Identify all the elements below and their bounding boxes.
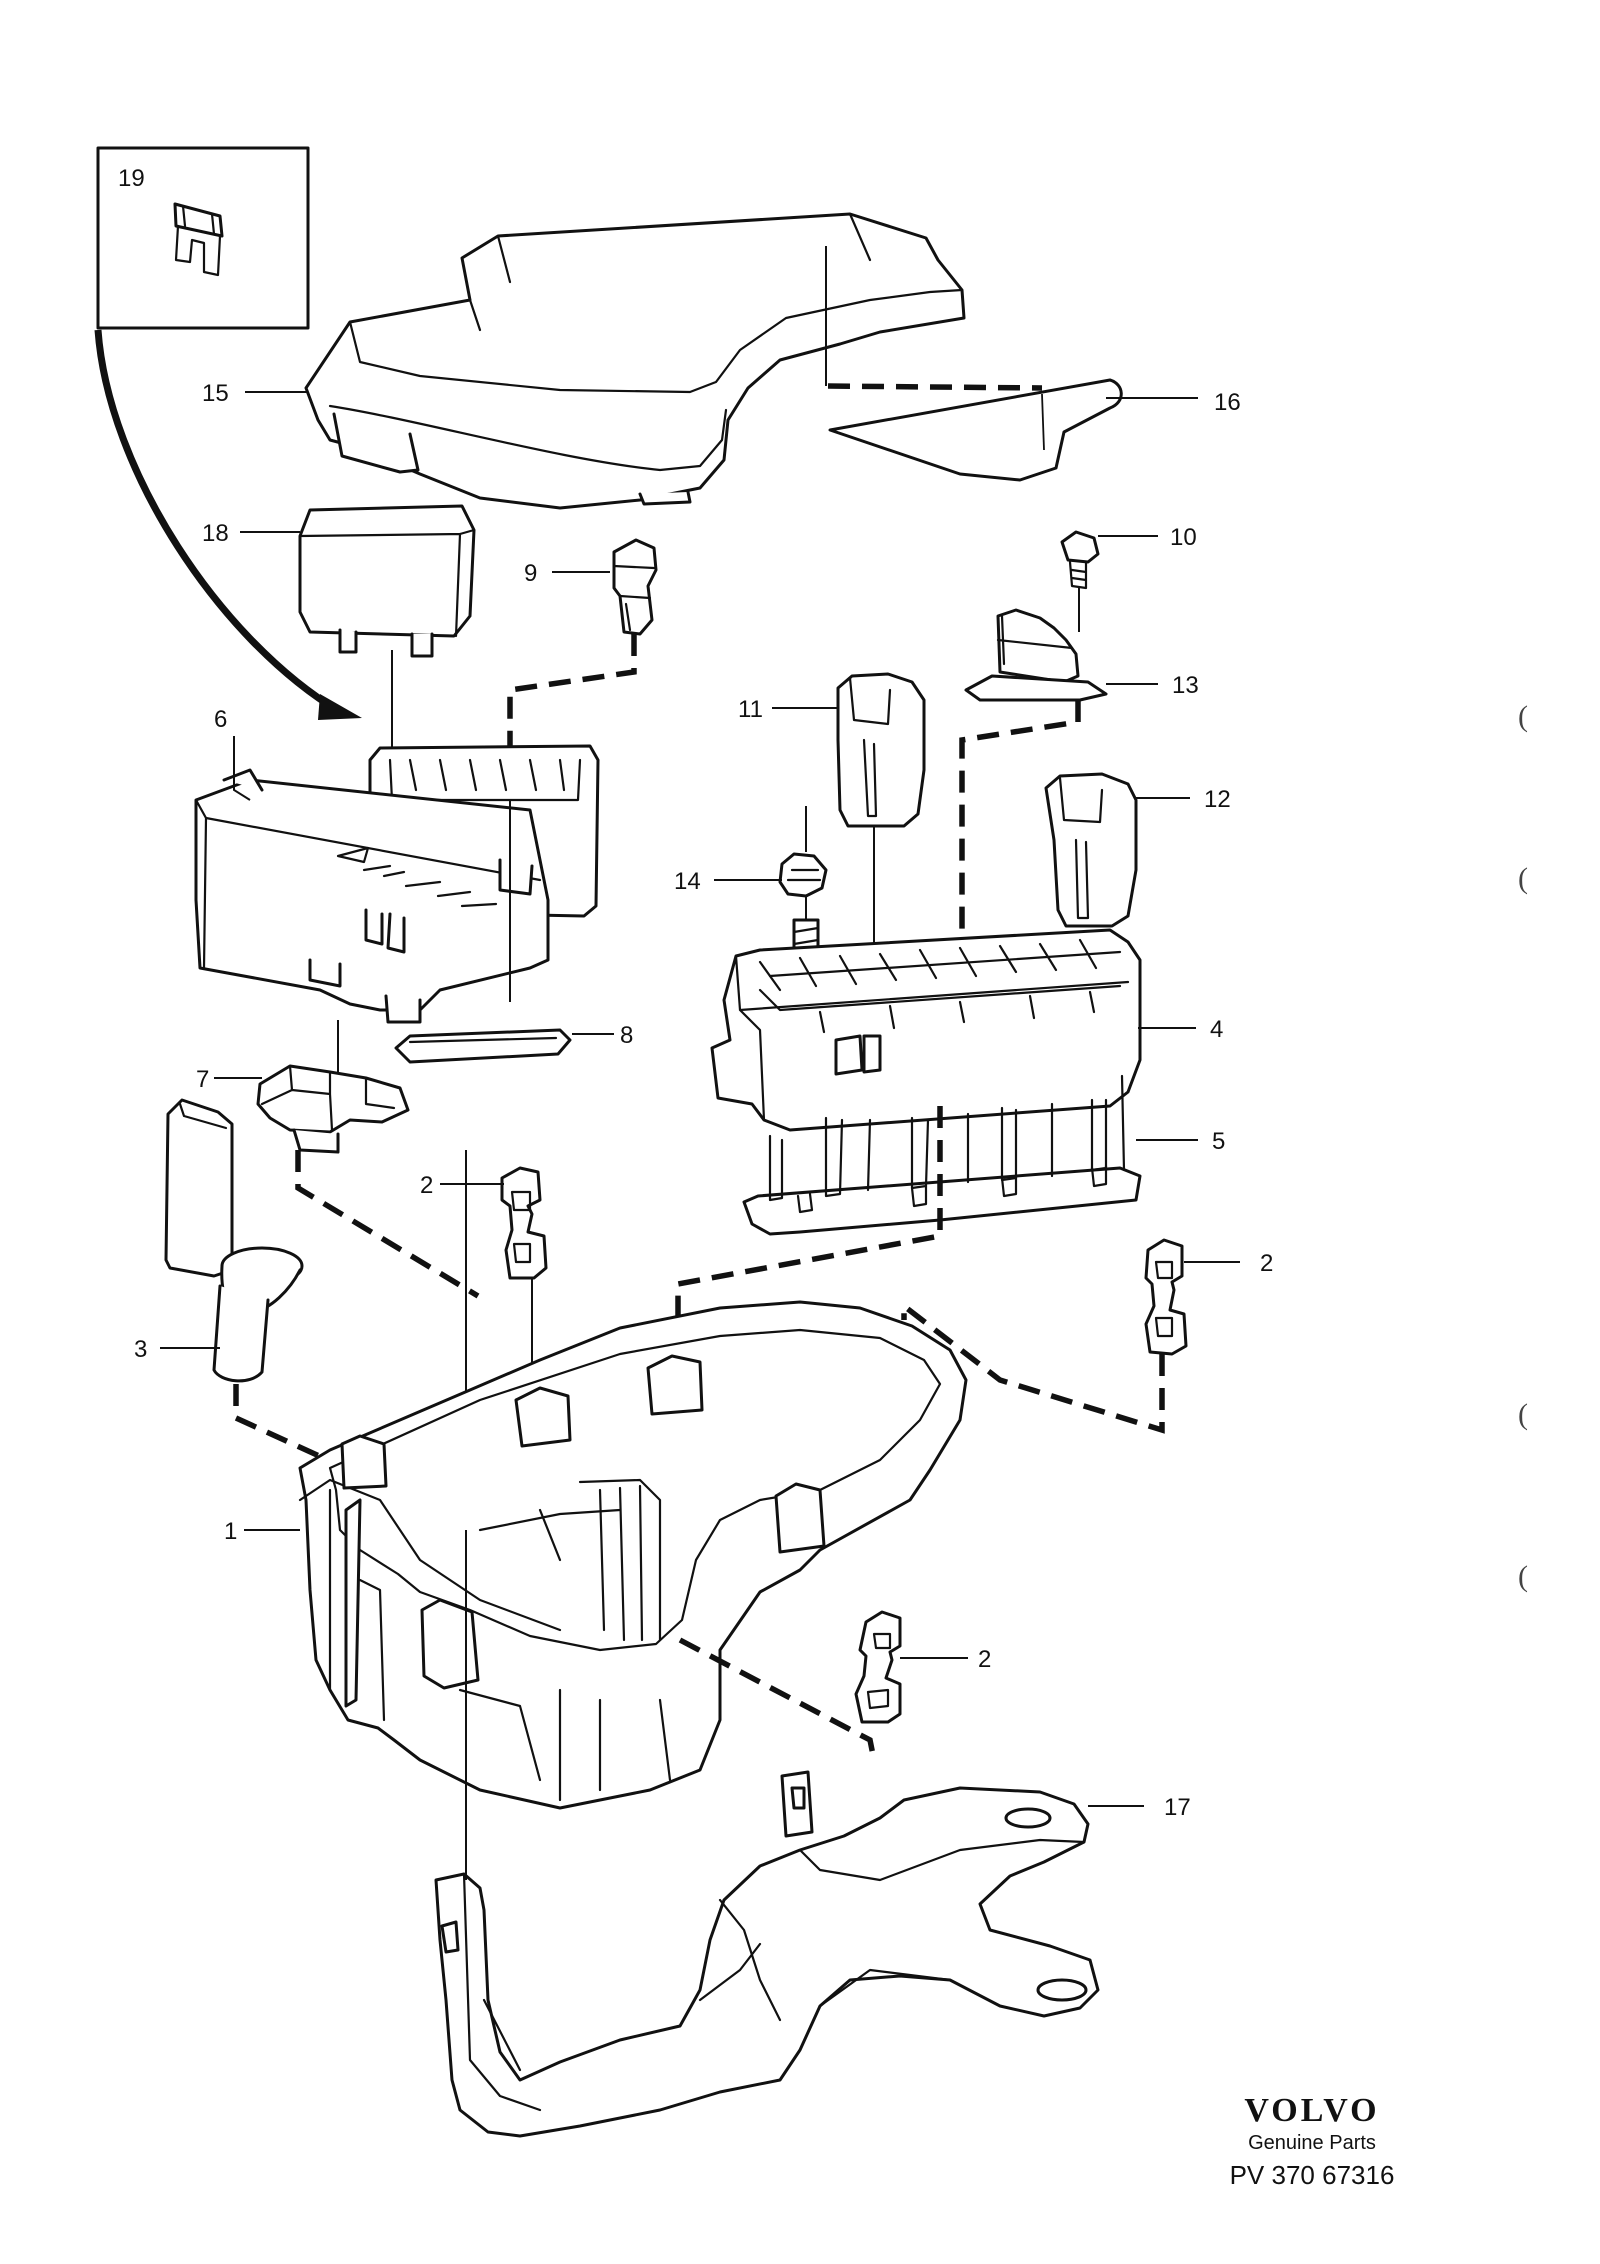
callout-7: 7 [196,1066,209,1093]
callout-1: 1 [224,1518,237,1545]
callout-11: 11 [738,696,763,723]
cover-15 [304,212,966,510]
callout-3: 3 [134,1336,147,1363]
dash-2-lower-to-1 [678,1637,877,1761]
callout-12: 12 [1204,786,1231,813]
fuse-box-4 [710,928,1142,1132]
grommet-3 [164,1098,304,1383]
dash-cover-to-gasket [827,383,1043,391]
screw-10 [1060,530,1100,590]
leader-lines [160,391,1240,1807]
callout-2-lower: 2 [978,1646,991,1673]
callout-9: 9 [524,560,537,587]
margin-marks: ( ( ( ( [1518,700,1528,1593]
margin-mark: ( [1518,1398,1528,1431]
fuse-holder-9 [612,538,658,636]
margin-mark: ( [1518,700,1528,733]
dash-7-to-1 [295,1150,480,1299]
callout-13: 13 [1172,672,1199,699]
relay-socket-6 [194,744,600,1024]
arrow-head-icon [318,694,362,720]
fuse-12 [1044,772,1138,928]
clip-2-lower [854,1610,902,1724]
dash-13-to-4 [959,700,1081,948]
callout-4: 4 [1210,1016,1223,1043]
clip-2-right [1144,1238,1188,1356]
dash-2-right-to-1 [901,1300,1165,1434]
bracket-17 [434,1770,1100,2138]
brand-subtitle: Genuine Parts [1248,2132,1376,2154]
callout-2-upper: 2 [420,1172,433,1199]
relay-18 [298,504,476,658]
dash-9-to-6 [507,634,637,760]
callout-16: 16 [1214,389,1241,416]
callout-2-right: 2 [1260,1250,1273,1277]
callout-17: 17 [1164,1794,1191,1821]
callout-15: 15 [202,380,229,407]
callout-6: 6 [214,706,227,733]
arrow-19-to-6 [94,329,342,716]
callout-labels: 19 15 16 18 9 10 13 11 6 12 14 8 4 7 5 2… [118,165,1273,1821]
fuse-11 [836,672,926,828]
callout-14: 14 [674,868,701,895]
gasket-16 [828,378,1123,482]
callout-10: 10 [1170,524,1197,551]
bracket-13 [964,608,1108,702]
margin-mark: ( [1518,1560,1528,1593]
inset-fuse-19 [96,146,310,330]
illustration-code: PV 370 67316 [1229,2160,1395,2190]
callout-5: 5 [1212,1128,1225,1155]
housing-1 [298,1300,968,1810]
callout-18: 18 [202,520,229,547]
margin-mark: ( [1518,862,1528,895]
clip-2-upper [500,1166,548,1280]
callout-19: 19 [118,165,145,192]
clip-7 [256,1064,410,1154]
brand-block: VOLVO Genuine Parts PV 370 67316 [1212,2092,1412,2192]
volvo-logo: VOLVO [1244,2092,1380,2129]
callout-8: 8 [620,1022,633,1049]
strip-8 [394,1028,572,1064]
